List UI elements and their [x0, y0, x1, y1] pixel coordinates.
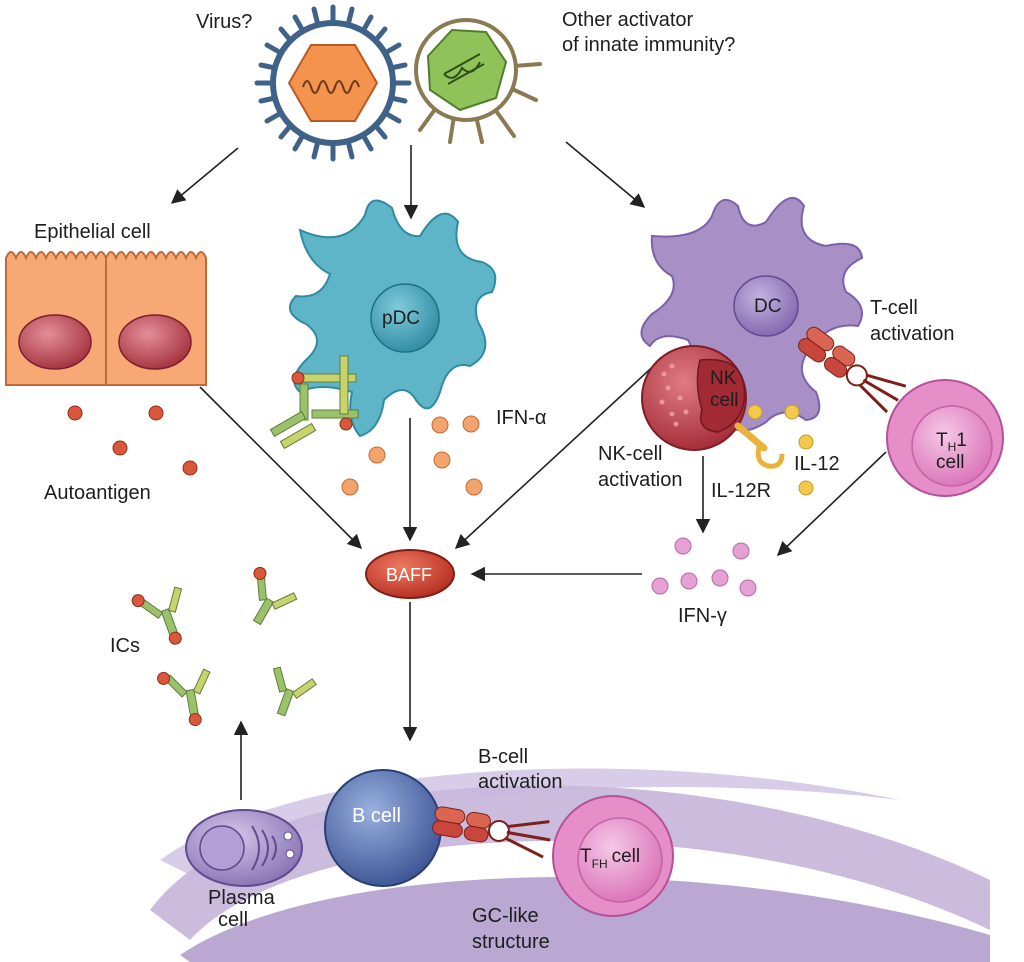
nk-cell-activation-label-line2: activation: [598, 469, 683, 491]
tfh-cell: [552, 795, 674, 917]
epithelial-nucleus-2: [118, 314, 192, 370]
th1-label-main: TH1: [936, 430, 967, 454]
t-cell-activation-label-line1: T-cell: [870, 297, 918, 319]
ifn-alpha-label: IFN-α: [496, 407, 546, 429]
il12-label: IL-12: [794, 453, 840, 475]
baff-ellipse: [365, 549, 455, 599]
epithelial-cell-label: Epithelial cell: [34, 221, 151, 243]
nk-label-line1: NK: [710, 368, 737, 389]
dc-label: DC: [754, 296, 781, 317]
epithelial-nucleus-1: [18, 314, 92, 370]
autoantigen-dots: [67, 405, 198, 476]
ifn-alpha-dots: [341, 415, 483, 496]
arrow-activator-to-dc: [565, 141, 646, 208]
nk-nucleus: [696, 358, 746, 433]
ifn-gamma-dots: [651, 537, 757, 597]
other-activator-label-line2: of innate immunity?: [562, 34, 735, 56]
innate-activator-particle: [414, 18, 542, 144]
th1-cell-label: cell: [936, 452, 965, 473]
b-cell-activation-label-line1: B-cell: [478, 746, 528, 768]
arrow-dc-to-baff: [454, 359, 661, 549]
il12r-label: IL-12R: [711, 480, 771, 502]
virus-particle: [254, 4, 412, 162]
pdc-nucleus: [370, 283, 440, 353]
nk-cell-activation-label-line1: NK-cell: [598, 443, 662, 465]
gc-like-label-line1: GC-like: [472, 905, 539, 927]
b-cell: [324, 769, 442, 887]
baff-label: BAFF: [386, 565, 432, 585]
il12-receptor-head: [755, 443, 785, 469]
th1-cell: [886, 379, 1004, 497]
dc-th1-receptor-complex: [798, 326, 907, 414]
dc-nucleus: [733, 275, 799, 337]
plasma-nucleus: [199, 825, 245, 871]
ics-label: ICs: [110, 635, 140, 657]
pdc-label: pDC: [382, 308, 420, 329]
arrows: [170, 141, 887, 800]
b-cell-activation-label-line2: activation: [478, 771, 563, 793]
nk-label-line2: cell: [710, 390, 739, 411]
autoantigen-label: Autoantigen: [44, 482, 151, 504]
gc-like-label-line2: structure: [472, 931, 550, 953]
plasma-cell-label-line2: cell: [218, 909, 248, 931]
virus-label: Virus?: [196, 11, 252, 33]
il12-dots: [747, 404, 814, 496]
arrow-epithelial-to-baff: [199, 386, 363, 550]
plasma-cell-label-line1: Plasma: [208, 887, 276, 909]
immune-complexes: [131, 566, 319, 727]
pdc-immune-complex: [269, 355, 359, 450]
arrow-th1-to-ifn-gamma: [776, 451, 887, 556]
epithelial-cells: [5, 251, 207, 386]
nk-cell: [641, 345, 785, 469]
other-activator-label-line1: Other activator: [562, 9, 694, 31]
arrow-virus-to-epithelial: [170, 147, 239, 204]
plasma-cell: [185, 809, 303, 887]
b-cell-label: B cell: [352, 805, 401, 827]
t-cell-activation-label-line2: activation: [870, 323, 955, 345]
b-tfh-receptor-complex: [432, 806, 551, 859]
ifn-gamma-label: IFN-γ: [678, 605, 727, 627]
